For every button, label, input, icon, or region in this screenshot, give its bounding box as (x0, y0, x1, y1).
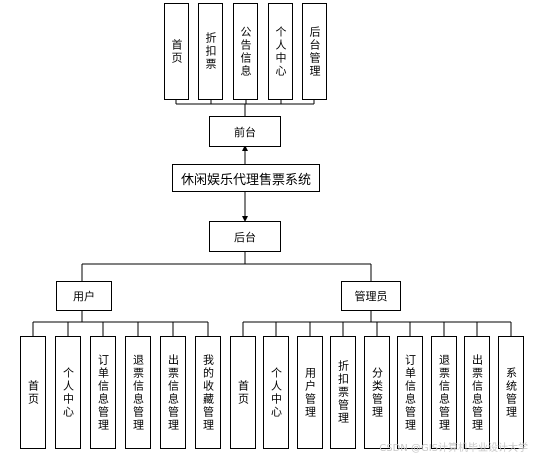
module-label: 个人中心 (274, 25, 287, 78)
module-label: 折扣票 (204, 32, 217, 71)
module-label: 用户管理 (303, 366, 317, 419)
admin-module-system: 系统管理 (498, 336, 524, 449)
frontend-node: 前台 (209, 116, 281, 147)
user-module-order-info: 订单信息管理 (90, 336, 116, 449)
module-label: 出票信息管理 (166, 353, 180, 432)
frontend-module-home: 首页 (164, 3, 189, 100)
module-label: 个人中心 (269, 366, 283, 419)
admin-module-user-management: 用户管理 (297, 336, 323, 449)
module-label: 退票信息管理 (437, 353, 451, 432)
user-module-personal-center: 个人中心 (55, 336, 81, 449)
user-module-favorites: 我的收藏管理 (195, 336, 221, 449)
backend-label: 后台 (234, 230, 256, 244)
frontend-label: 前台 (234, 125, 256, 139)
user-module-ticketing-info: 出票信息管理 (160, 336, 186, 449)
module-label: 后台管理 (308, 25, 321, 78)
module-label: 个人中心 (61, 366, 75, 419)
backend-node: 后台 (209, 221, 281, 252)
module-label: 订单信息管理 (96, 353, 110, 432)
module-label: 公告信息 (239, 25, 252, 78)
admin-module-personal-center: 个人中心 (263, 336, 289, 449)
frontend-module-backend-admin: 后台管理 (302, 3, 327, 100)
module-label: 出票信息管理 (470, 353, 484, 432)
module-label: 首页 (170, 38, 183, 65)
frontend-module-discount-ticket: 折扣票 (198, 3, 223, 100)
system-title-node: 休闲娱乐代理售票系统 (172, 164, 320, 192)
role-label: 用户 (73, 290, 95, 303)
watermark: CSDN @GIS计算机毕业设计大学 (379, 443, 528, 454)
module-label: 系统管理 (504, 366, 518, 419)
admin-module-refund-info: 退票信息管理 (431, 336, 457, 449)
module-label: 首页 (236, 379, 250, 406)
user-module-refund-info: 退票信息管理 (125, 336, 151, 449)
admin-module-category: 分类管理 (364, 336, 390, 449)
admin-module-order-info: 订单信息管理 (397, 336, 423, 449)
module-label: 折扣票管理 (336, 360, 350, 425)
frontend-module-personal-center: 个人中心 (268, 3, 293, 100)
role-label: 管理员 (354, 290, 388, 303)
admin-module-ticketing-info: 出票信息管理 (464, 336, 490, 449)
admin-module-discount-ticket: 折扣票管理 (330, 336, 356, 449)
admin-module-home: 首页 (230, 336, 256, 449)
module-label: 分类管理 (370, 366, 384, 419)
role-user-node: 用户 (56, 281, 112, 311)
frontend-module-announcements: 公告信息 (233, 3, 258, 100)
role-admin-node: 管理员 (341, 281, 401, 311)
user-module-home: 首页 (20, 336, 46, 449)
module-label: 我的收藏管理 (201, 353, 215, 432)
module-label: 首页 (26, 379, 40, 406)
system-title: 休闲娱乐代理售票系统 (180, 172, 311, 188)
module-label: 退票信息管理 (131, 353, 145, 432)
module-label: 订单信息管理 (403, 353, 417, 432)
